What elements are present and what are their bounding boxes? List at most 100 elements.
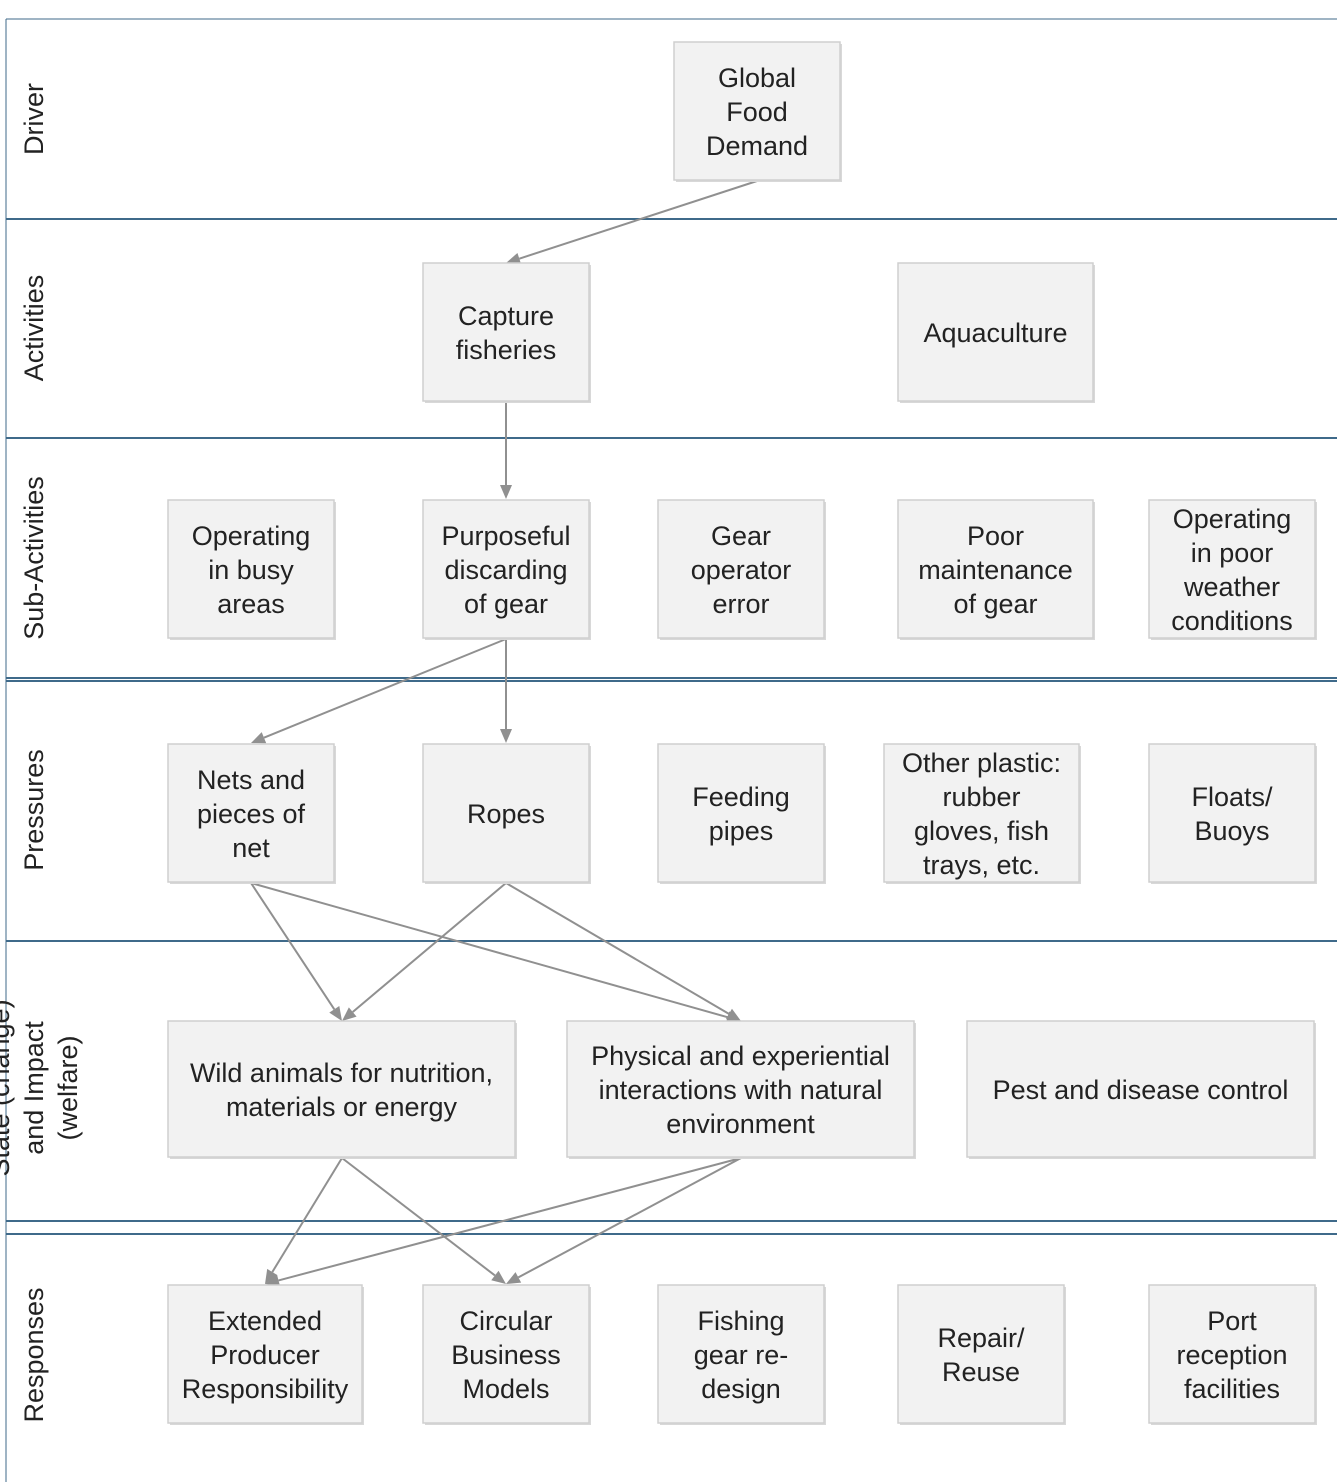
lane-label: State (change)	[0, 999, 15, 1176]
box-frame	[422, 262, 590, 402]
box-frame	[897, 499, 1094, 639]
box-label: Extended	[208, 1306, 322, 1336]
connector-line	[518, 180, 758, 260]
box-label: trays, etc.	[923, 850, 1040, 880]
box-label: Floats/	[1191, 782, 1273, 812]
box-label: Models	[462, 1374, 549, 1404]
box-label: areas	[217, 589, 285, 619]
lane-label: Pressures	[19, 749, 49, 871]
arrowhead-icon	[342, 1007, 357, 1021]
box-frame	[673, 41, 841, 181]
box-label: Wild animals for nutrition,	[190, 1058, 493, 1088]
lane-label: Driver	[19, 83, 49, 155]
box-label: Circular	[459, 1306, 552, 1336]
box-aquaculture: Aquaculture	[897, 262, 1095, 403]
arrow-purposeful-discarding-to-ropes	[500, 639, 512, 743]
box-frame	[1148, 1284, 1316, 1424]
box-label: Other plastic:	[902, 748, 1061, 778]
box-label: operator	[691, 555, 792, 585]
box-label: Operating	[192, 521, 311, 551]
arrow-capture-fisheries-to-purposeful-discarding	[500, 401, 512, 499]
box-label: Port	[1207, 1306, 1257, 1336]
arrow-wild-animals-to-circular-business	[341, 1157, 506, 1284]
box-repair-reuse: Repair/Reuse	[897, 1284, 1066, 1425]
box-label: Demand	[706, 131, 808, 161]
box-label: net	[232, 833, 270, 863]
box-label: Pest and disease control	[993, 1075, 1289, 1105]
connector-line	[517, 1157, 742, 1279]
arrowhead-icon	[506, 252, 522, 265]
arrowhead-icon	[265, 1274, 281, 1287]
box-feeding-pipes: Feeding pipes	[657, 743, 826, 884]
box-label: Buoys	[1194, 816, 1269, 846]
box-label: Poor	[967, 521, 1024, 551]
box-label: conditions	[1171, 606, 1293, 636]
lane-label: Activities	[19, 275, 49, 382]
box-label: Nets and	[197, 765, 305, 795]
arrow-physical-interactions-to-epr	[265, 1157, 742, 1287]
arrow-wild-animals-to-epr	[265, 1157, 343, 1284]
box-label: pipes	[709, 816, 774, 846]
box-label: facilities	[1184, 1374, 1280, 1404]
arrowhead-icon	[265, 1268, 278, 1284]
box-frame	[566, 1020, 915, 1158]
arrow-physical-interactions-to-circular-business	[506, 1157, 742, 1284]
connector-line	[250, 882, 336, 1010]
box-label: of gear	[464, 589, 548, 619]
connector-line	[341, 1157, 496, 1277]
lane-pressures: Pressures	[19, 749, 49, 871]
arrowhead-icon	[725, 1008, 741, 1021]
arrowhead-icon	[506, 1272, 522, 1284]
box-pest-disease: Pest and disease control	[966, 1020, 1316, 1159]
box-label: Ropes	[467, 799, 545, 829]
box-port-reception: Port reception facilities	[1148, 1284, 1317, 1425]
box-frame	[422, 743, 590, 883]
box-label: Purposeful	[441, 521, 570, 551]
box-label: weather	[1183, 572, 1280, 602]
box-label: Physical and experiential	[591, 1041, 890, 1071]
box-frame	[657, 499, 825, 639]
box-label: Capture	[458, 301, 554, 331]
box-frame	[422, 1284, 590, 1424]
box-operating-busy: Operating in busy areas	[167, 499, 336, 640]
box-label: Business	[451, 1340, 561, 1370]
lane-state: State (change)and Impact(welfare)	[0, 999, 83, 1176]
box-label: reception	[1176, 1340, 1287, 1370]
lane-driver: Driver	[19, 83, 49, 155]
connector-line	[271, 1157, 343, 1273]
box-nets: Nets and pieces of net	[167, 743, 336, 884]
box-frame	[422, 499, 590, 639]
box-label: of gear	[953, 589, 1037, 619]
box-label: materials or energy	[226, 1092, 458, 1122]
box-label: error	[712, 589, 769, 619]
lane-label: Sub-Activities	[19, 476, 49, 640]
box-label: gloves, fish	[914, 816, 1049, 846]
arrowhead-icon	[329, 1006, 342, 1021]
box-label: Feeding	[692, 782, 790, 812]
connector-line	[263, 638, 507, 739]
box-floats-buoys: Floats/Buoys	[1148, 743, 1317, 884]
connectors	[250, 180, 758, 1287]
box-label: in busy	[208, 555, 294, 585]
box-label: Operating	[1173, 504, 1292, 534]
arrow-purposeful-discarding-to-nets	[251, 638, 507, 744]
box-label: design	[701, 1374, 781, 1404]
box-label: environment	[666, 1109, 815, 1139]
box-label: pieces of	[197, 799, 306, 829]
lane-label: Responses	[19, 1287, 49, 1422]
box-label: Reuse	[942, 1357, 1020, 1387]
box-frame	[966, 1020, 1315, 1158]
arrowhead-icon	[491, 1270, 506, 1284]
lane-activities: Activities	[19, 275, 49, 382]
box-frame	[167, 743, 335, 883]
connector-line	[505, 882, 730, 1015]
lane-sub-activities: Sub-Activities	[19, 476, 49, 640]
arrowhead-icon	[500, 729, 512, 743]
